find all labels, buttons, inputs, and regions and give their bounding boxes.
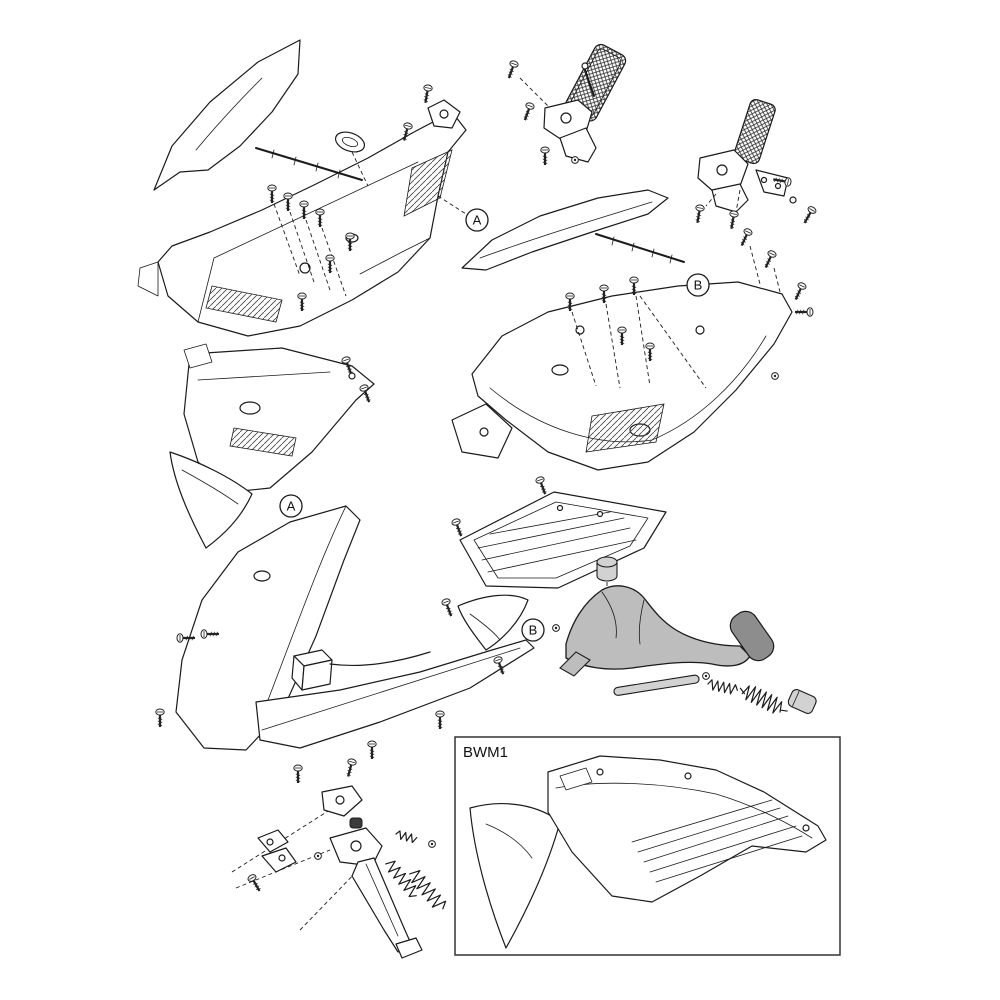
- seat-panel: [461, 189, 669, 271]
- rear-cowling-assembly: [451, 189, 815, 471]
- stand-leg: [559, 651, 591, 677]
- inset-bracket: [559, 767, 593, 791]
- screw-icon: [793, 306, 815, 318]
- trim-rod: [255, 147, 363, 181]
- footrest-pin: [584, 69, 595, 97]
- front-cover-assembly: [137, 39, 467, 337]
- screw-icon: [449, 516, 467, 539]
- mount-plate: [755, 169, 789, 197]
- pivot-cap: [596, 556, 618, 582]
- screw-icon: [692, 203, 706, 225]
- side-fin-panel: [169, 451, 253, 549]
- floor-board-assembly: [449, 474, 667, 589]
- stand-pedal: [729, 610, 775, 662]
- svg-text:A: A: [287, 499, 296, 514]
- screw-icon: [799, 204, 819, 227]
- frame-vent-grille: [403, 149, 453, 217]
- callout-a-mid: A: [279, 494, 303, 518]
- screw-icon: [503, 58, 521, 81]
- svg-text:B: B: [694, 278, 703, 293]
- small-spring: [707, 679, 738, 695]
- screw-icon: [342, 756, 358, 779]
- screw-icon: [519, 100, 537, 123]
- oval-cap: [334, 131, 366, 153]
- inset-fin-panel: [469, 802, 561, 949]
- screw-icon: [736, 226, 755, 249]
- screw-icon: [292, 763, 304, 785]
- side-cowling-assembly: [154, 505, 535, 785]
- running-board-strip: [255, 639, 535, 749]
- callout-a-top: A: [465, 208, 489, 232]
- svg-text:B: B: [529, 623, 538, 638]
- inset-floor-panel: [547, 755, 827, 903]
- footrest-arm: [711, 183, 749, 213]
- footrest-left-assembly: [503, 43, 627, 167]
- inset-box: BWM1: [454, 736, 841, 956]
- screw-icon: [420, 83, 434, 105]
- stand-mount-plate: [261, 847, 297, 873]
- lower-vent-grille: [205, 285, 283, 323]
- frame-left-bracket: [137, 261, 159, 297]
- footrest-right-assembly: [692, 98, 819, 231]
- small-spring: [395, 830, 418, 844]
- screw-icon: [760, 248, 779, 271]
- screw-icon: [726, 209, 740, 231]
- panel-vent: [229, 427, 297, 457]
- rear-fin-panel: [457, 594, 529, 651]
- front-inner-panel-assembly: [169, 343, 375, 549]
- bolt-icon: [771, 372, 779, 380]
- washer-icon: [575, 325, 585, 335]
- footrest-arm: [559, 127, 597, 163]
- screw-icon: [539, 145, 551, 167]
- side-stand-assembly: [231, 756, 447, 959]
- cable: [329, 651, 431, 667]
- callout-b-right: B: [686, 273, 710, 297]
- trim-rod: [595, 233, 685, 263]
- svg-text:A: A: [473, 213, 482, 228]
- screw-icon: [533, 474, 551, 497]
- inset-label: BWM1: [463, 744, 508, 761]
- screw-icon: [154, 707, 166, 729]
- callout-b-bottom: B: [521, 618, 545, 642]
- screw-icon: [245, 872, 265, 895]
- inner-panel: [183, 347, 375, 493]
- stand-foot: [395, 937, 423, 959]
- floor-board: [459, 491, 667, 589]
- side-stand-leg: [351, 857, 413, 953]
- rubber-stop: [349, 817, 363, 829]
- screw-icon: [434, 709, 446, 731]
- pivot-rod: [613, 674, 700, 696]
- bolt-icon: [552, 624, 560, 632]
- screw-icon: [366, 739, 378, 761]
- center-stand: [565, 585, 751, 670]
- battery-box: [291, 649, 333, 691]
- screw-icon: [790, 280, 809, 303]
- washer-icon: [789, 196, 797, 204]
- coil-spring: [739, 685, 788, 714]
- center-stand-assembly: [552, 556, 817, 714]
- screw-icon: [439, 596, 457, 619]
- bolt-icon: [314, 852, 322, 860]
- frame-vent: [585, 403, 665, 453]
- stand-spring: [409, 869, 447, 910]
- bolt-icon: [702, 672, 710, 680]
- stand-spring: [385, 860, 417, 898]
- bushing-cylinder: [787, 689, 817, 714]
- side-cowling-panel: [175, 505, 361, 751]
- bolt-icon: [428, 840, 436, 848]
- bolt-icon: [571, 156, 579, 164]
- screw-icon: [266, 183, 278, 205]
- rear-frame-panel: [471, 281, 793, 471]
